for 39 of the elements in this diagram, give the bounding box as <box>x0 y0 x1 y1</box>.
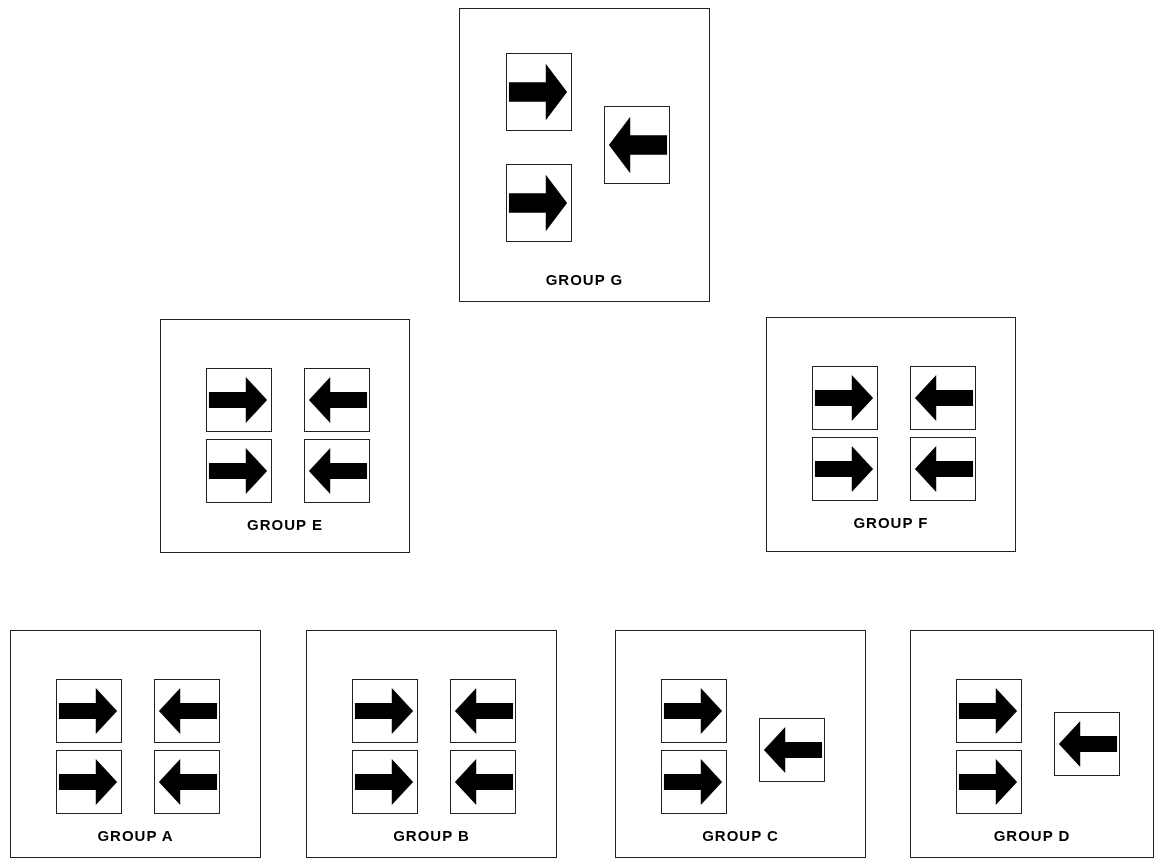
group-label: GROUP D <box>992 827 1072 844</box>
arrow-tile <box>56 679 122 743</box>
arrow-tile <box>812 437 878 501</box>
arrow-tile <box>506 53 572 131</box>
arrow-tile <box>661 679 727 743</box>
arrow-tile <box>352 679 418 743</box>
arrow-tile <box>956 679 1022 743</box>
group-panel <box>615 630 866 858</box>
arrow-tile <box>604 106 670 184</box>
arrow-tile <box>450 679 516 743</box>
arrow-tile <box>759 718 825 782</box>
group-label: GROUP A <box>96 827 175 844</box>
group-label: GROUP B <box>392 827 471 844</box>
group-panel <box>766 317 1016 552</box>
arrow-tile <box>450 750 516 814</box>
arrow-tile <box>206 439 272 503</box>
arrow-tile <box>910 437 976 501</box>
arrow-tile <box>956 750 1022 814</box>
arrow-tile <box>506 164 572 242</box>
group-panel <box>306 630 557 858</box>
group-panel <box>160 319 410 553</box>
group-label: GROUP G <box>544 271 625 288</box>
arrow-tile <box>304 439 370 503</box>
group-panel <box>10 630 261 858</box>
group-panel <box>459 8 710 302</box>
arrow-tile <box>206 368 272 432</box>
group-label: GROUP F <box>852 514 930 531</box>
arrow-tile <box>1054 712 1120 776</box>
arrow-tile <box>304 368 370 432</box>
arrow-tile <box>56 750 122 814</box>
group-panel <box>910 630 1154 858</box>
arrow-tile <box>910 366 976 430</box>
arrow-tile <box>154 750 220 814</box>
arrow-tile <box>352 750 418 814</box>
arrow-tile <box>154 679 220 743</box>
arrow-tile <box>812 366 878 430</box>
group-label: GROUP C <box>701 827 780 844</box>
group-label: GROUP E <box>246 516 324 533</box>
arrow-tile <box>661 750 727 814</box>
